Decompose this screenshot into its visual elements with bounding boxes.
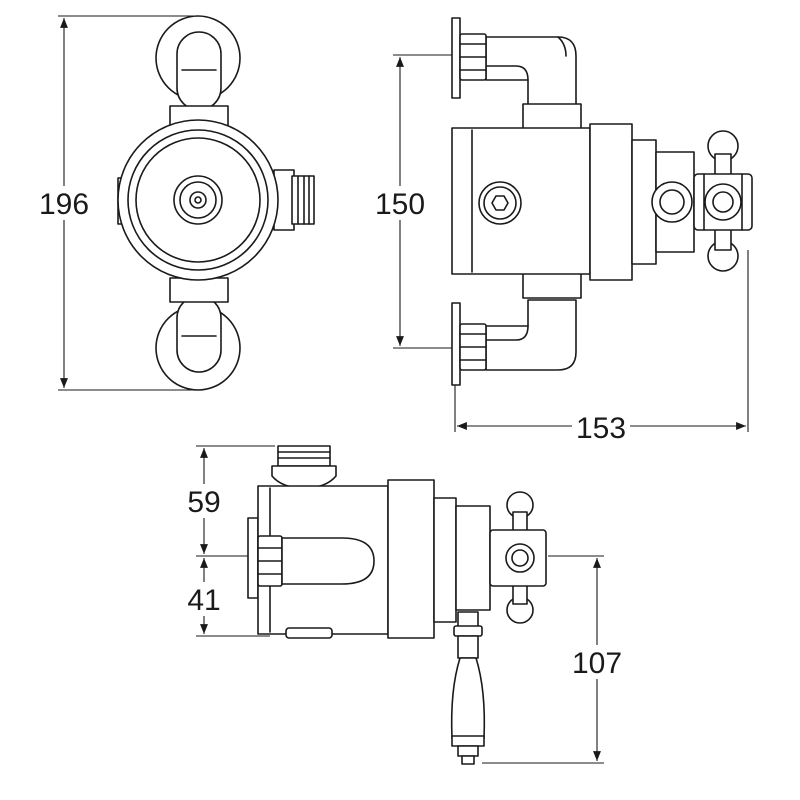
- dimension-front-height: 196: [34, 15, 200, 391]
- bottom-hex-nut: [459, 323, 487, 371]
- bottom-inlet-flange: [155, 295, 241, 391]
- dim-label-41: 41: [187, 584, 220, 617]
- hex-socket: [478, 181, 522, 225]
- side-spindle-knob: [651, 181, 693, 223]
- lever-handle: [450, 611, 486, 765]
- top-hex-nut: [459, 33, 487, 81]
- top-wall-plate: [451, 17, 461, 99]
- center-screw: [194, 196, 202, 204]
- bottom-top-outlet: [271, 445, 337, 489]
- top-inlet-flange: [155, 15, 241, 111]
- bottom-pipe-elbow: [485, 299, 577, 371]
- bottom-collar: [169, 277, 229, 303]
- dim-label-59: 59: [187, 486, 220, 519]
- dim-label-153: 153: [576, 412, 626, 445]
- dimension-handle-drop: 107: [482, 555, 630, 764]
- dimension-side-width: 153: [454, 250, 749, 445]
- body-outer-ring: [117, 119, 279, 281]
- side-view: 150 153: [372, 17, 753, 445]
- side-cross-handle: [693, 130, 753, 272]
- bottom-wall-plate: [247, 517, 259, 599]
- bottom-base-fitting: [285, 627, 333, 639]
- side-shroud: [589, 123, 633, 281]
- dim-label-196: 196: [39, 188, 89, 221]
- front-view: 196: [34, 15, 315, 391]
- side-outlet-fitting: [273, 169, 315, 231]
- bottom-wall-plate: [451, 302, 461, 386]
- bottom-cross-handle: [489, 491, 547, 624]
- bottom-shroud: [387, 479, 435, 639]
- bottom-inlet-pipe: [281, 537, 375, 585]
- bottom-view: 59 41 107: [178, 445, 630, 765]
- dim-label-150: 150: [375, 188, 425, 221]
- dim-label-107: 107: [572, 647, 622, 680]
- dimension-side-height: 150: [372, 54, 455, 349]
- top-pipe-elbow: [485, 36, 577, 107]
- bottom-hex-nut: [257, 535, 283, 587]
- dimension-bottom-vertical: 59 41: [178, 445, 275, 637]
